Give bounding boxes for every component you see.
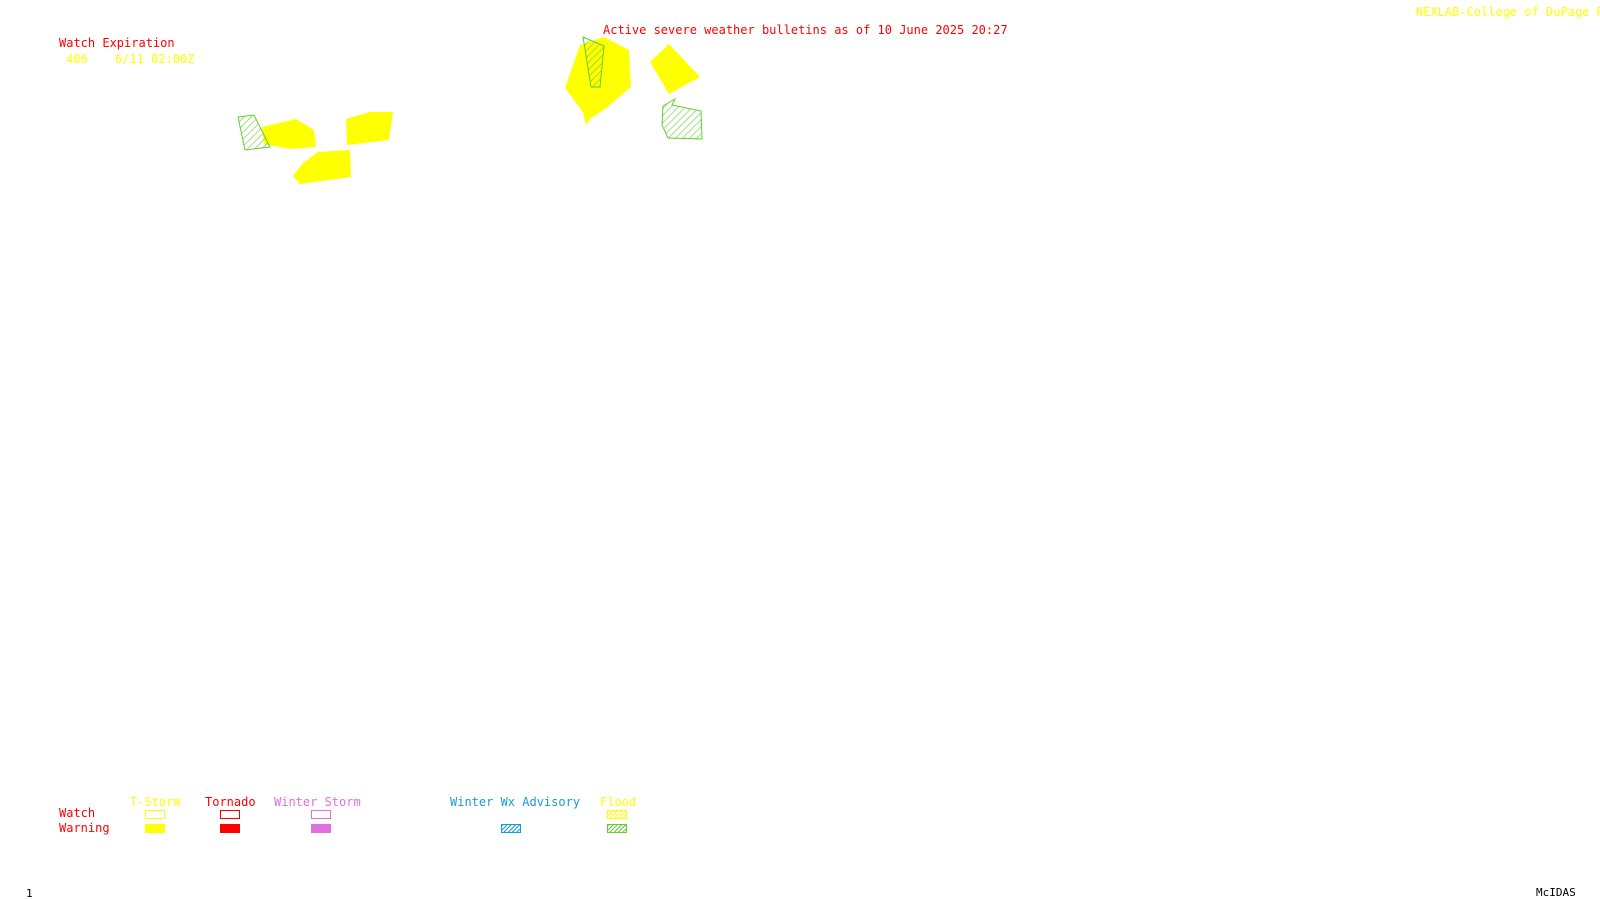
software-label: McIDAS (1536, 886, 1576, 899)
tornado-warning-swatch (220, 824, 240, 833)
flood-warning-polygon (582, 36, 605, 88)
bulletin-title: Active severe weather bulletins as of 10… (603, 23, 1008, 37)
winter-wx-advisory-swatch (501, 824, 521, 833)
credit-label: NEXLAB-College of DuPage R (1416, 5, 1600, 19)
flood-warning-swatch (607, 824, 627, 833)
tstorm-warning-swatch (145, 824, 165, 833)
winter-storm-watch-swatch (311, 810, 331, 819)
tstorm-warning-polygon (650, 44, 700, 94)
frame-number: 1 (26, 887, 33, 900)
legend-row-watch: Watch (59, 806, 96, 820)
tstorm-warning-polygon (262, 119, 316, 149)
flood-warning-polygon (661, 97, 703, 140)
legend-tornado-label: Tornado (205, 795, 256, 809)
tstorm-watch-swatch (145, 810, 165, 819)
legend-flood-label: Flood (600, 795, 637, 809)
flood-warning-polygon (237, 114, 271, 151)
tstorm-warning-polygon (346, 112, 393, 145)
legend-row-warning: Warning (59, 821, 110, 835)
legend-tstorm-label: T-Storm (130, 795, 181, 809)
watch-expiration-time: 6/11 02:00Z (115, 52, 195, 66)
flood-watch-swatch (607, 810, 627, 819)
tornado-watch-swatch (220, 810, 240, 819)
legend-winter-storm-label: Winter Storm (274, 795, 361, 809)
watch-expiration-heading: Watch Expiration (59, 36, 175, 50)
watch-number: 406 (66, 52, 88, 66)
tstorm-warning-polygon (293, 150, 351, 184)
winter-storm-warning-swatch (311, 824, 331, 833)
legend-winter-wx-advisory-label: Winter Wx Advisory (450, 795, 581, 809)
